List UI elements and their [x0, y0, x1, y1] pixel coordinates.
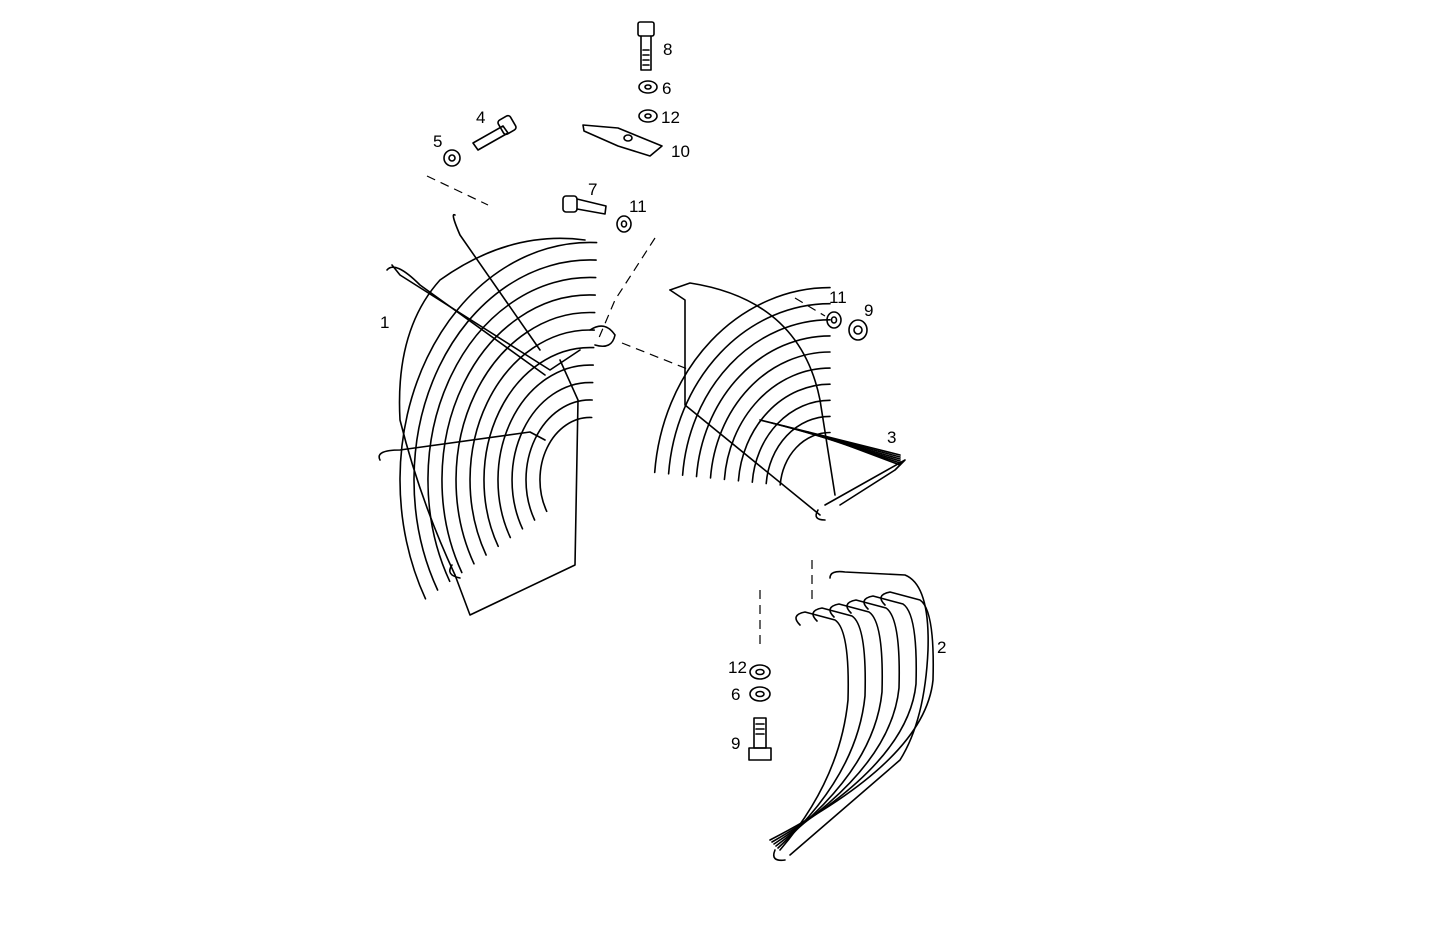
label-6-top: 6 [662, 79, 671, 98]
guard-wire [681, 319, 831, 476]
guard-wire [765, 415, 831, 485]
label-9-top: 8 [663, 40, 672, 59]
guard-wire [737, 383, 831, 482]
guard-wire [399, 241, 598, 600]
washer-11-top [616, 215, 632, 233]
bolt-9-bottom [748, 717, 772, 761]
label-12-bottom: 12 [728, 658, 747, 677]
label-4: 4 [476, 108, 485, 127]
part-2-lower-guard [769, 570, 935, 862]
assembly-lines [426, 175, 826, 650]
guard-wire [511, 381, 594, 530]
guard-wire [413, 259, 597, 591]
bolt-4 [472, 114, 517, 151]
guard-wire [469, 329, 595, 556]
guard-wire [709, 351, 831, 479]
label-11-top: 11 [629, 197, 647, 216]
guard-frame [669, 282, 836, 496]
guard-wire [525, 399, 593, 521]
guard-rib [378, 431, 546, 461]
label-11-right: 11 [829, 288, 847, 307]
guard-wire [497, 364, 594, 539]
label-9-bottom: 9 [731, 734, 740, 753]
washer-11-right [826, 311, 842, 329]
guard-wire [775, 603, 884, 847]
bolt-9-top [637, 21, 655, 71]
guard-hook [772, 849, 786, 862]
guard-wire [695, 335, 831, 478]
guard-wire [667, 302, 831, 475]
guard-wire [773, 599, 901, 845]
guard-wire [441, 294, 596, 574]
guard-wire [777, 607, 867, 849]
label-10: 10 [671, 142, 690, 161]
part-3-middle-guard [653, 282, 906, 521]
guard-frame [398, 237, 586, 576]
washer-12-top [638, 109, 658, 123]
label-1: 1 [380, 313, 389, 332]
guard-wire [455, 311, 596, 565]
label-3: 3 [887, 428, 896, 447]
guard-rib [452, 213, 541, 351]
washer-6-top [638, 80, 658, 94]
washer-12-bottom [749, 664, 771, 680]
bracket-10 [582, 124, 663, 157]
guard-frame [454, 359, 579, 616]
guard-wire [483, 346, 595, 548]
guard-rib [819, 434, 901, 466]
guard-wire [769, 591, 935, 841]
washer-6-bottom [749, 686, 771, 702]
guard-wire [723, 367, 831, 481]
label-12-top: 12 [661, 108, 680, 127]
guard-wire [539, 416, 593, 513]
guard-wire [779, 611, 850, 851]
label-5: 5 [433, 132, 442, 151]
bolt-7 [562, 195, 607, 215]
guard-wire [779, 431, 831, 486]
guard-rib [391, 264, 581, 371]
part-1-left-guard [378, 213, 616, 616]
guard-wire [653, 286, 831, 474]
guard-rib [386, 266, 546, 376]
guard-hook [815, 509, 826, 521]
guard-hook [589, 325, 616, 348]
washer-5 [443, 149, 461, 167]
label-2: 2 [937, 638, 946, 657]
guard-hook [449, 564, 461, 579]
guard-frame [789, 570, 929, 856]
guard-frame [824, 459, 906, 506]
label-6-bottom: 6 [731, 685, 740, 704]
guard-wire [771, 595, 918, 843]
label-8: 9 [864, 301, 873, 320]
nut-8 [848, 319, 868, 341]
label-7: 7 [588, 180, 597, 199]
guard-frame [669, 289, 821, 516]
